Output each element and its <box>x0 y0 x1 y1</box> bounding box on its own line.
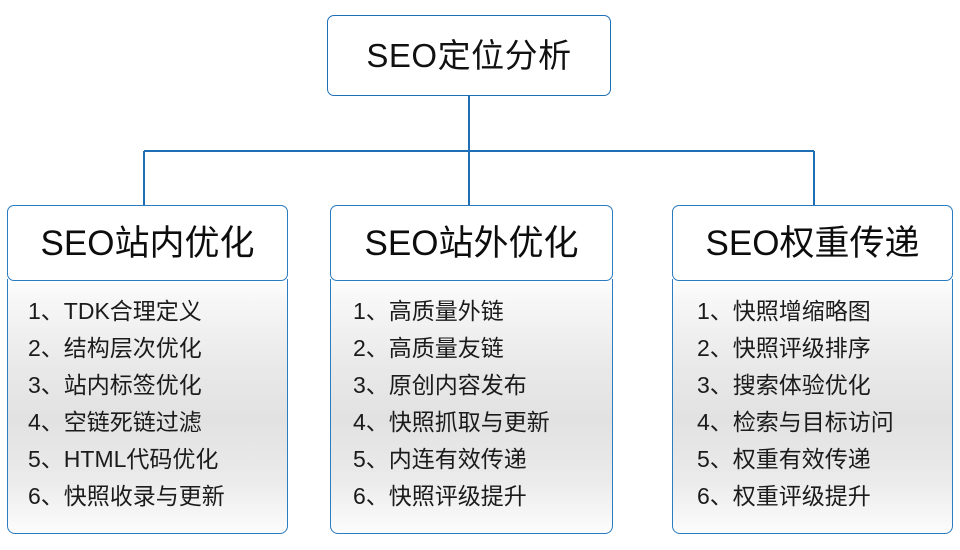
branch-column-seo-onsite: SEO站内优化 1、TDK合理定义 2、结构层次优化 3、站内标签优化 4、空链… <box>7 205 288 535</box>
branch-item-list: 1、TDK合理定义 2、结构层次优化 3、站内标签优化 4、空链死链过滤 5、H… <box>8 293 287 515</box>
root-node-label: SEO定位分析 <box>366 37 572 74</box>
list-item: 5、权重有效传递 <box>697 446 871 473</box>
list-item: 3、站内标签优化 <box>28 372 202 399</box>
list-item: 5、内连有效传递 <box>353 446 527 473</box>
branch-header-seo-offsite: SEO站外优化 <box>330 205 613 281</box>
list-item: 2、结构层次优化 <box>28 335 202 362</box>
branch-body-seo-offsite: 1、高质量外链 2、高质量友链 3、原创内容发布 4、快照抓取与更新 5、内连有… <box>330 279 613 535</box>
list-item: 1、TDK合理定义 <box>28 298 202 325</box>
list-item: 3、原创内容发布 <box>353 372 527 399</box>
branch-body-seo-onsite: 1、TDK合理定义 2、结构层次优化 3、站内标签优化 4、空链死链过滤 5、H… <box>7 279 288 535</box>
branch-column-seo-offsite: SEO站外优化 1、高质量外链 2、高质量友链 3、原创内容发布 4、快照抓取与… <box>330 205 613 535</box>
list-item: 2、高质量友链 <box>353 335 504 362</box>
branch-header-label: SEO站外优化 <box>364 223 579 263</box>
list-item: 1、高质量外链 <box>353 298 504 325</box>
branch-header-seo-weight-transfer: SEO权重传递 <box>672 205 953 281</box>
branch-column-seo-weight-transfer: SEO权重传递 1、快照增缩略图 2、快照评级排序 3、搜索体验优化 4、检索与… <box>672 205 953 535</box>
list-item: 3、搜索体验优化 <box>697 372 871 399</box>
list-item: 4、快照抓取与更新 <box>353 409 550 436</box>
list-item: 4、空链死链过滤 <box>28 409 202 436</box>
list-item: 6、快照评级提升 <box>353 483 527 510</box>
list-item: 5、HTML代码优化 <box>28 446 219 473</box>
branch-header-seo-onsite: SEO站内优化 <box>7 205 288 281</box>
branch-item-list: 1、快照增缩略图 2、快照评级排序 3、搜索体验优化 4、检索与目标访问 5、权… <box>673 293 952 515</box>
branch-item-list: 1、高质量外链 2、高质量友链 3、原创内容发布 4、快照抓取与更新 5、内连有… <box>331 293 612 515</box>
branch-header-label: SEO站内优化 <box>40 223 255 263</box>
branch-header-label: SEO权重传递 <box>705 223 920 263</box>
list-item: 1、快照增缩略图 <box>697 298 871 325</box>
branch-body-seo-weight-transfer: 1、快照增缩略图 2、快照评级排序 3、搜索体验优化 4、检索与目标访问 5、权… <box>672 279 953 535</box>
root-node: SEO定位分析 <box>327 15 611 96</box>
list-item: 2、快照评级排序 <box>697 335 871 362</box>
list-item: 4、检索与目标访问 <box>697 409 894 436</box>
list-item: 6、权重评级提升 <box>697 483 871 510</box>
list-item: 6、快照收录与更新 <box>28 483 225 510</box>
